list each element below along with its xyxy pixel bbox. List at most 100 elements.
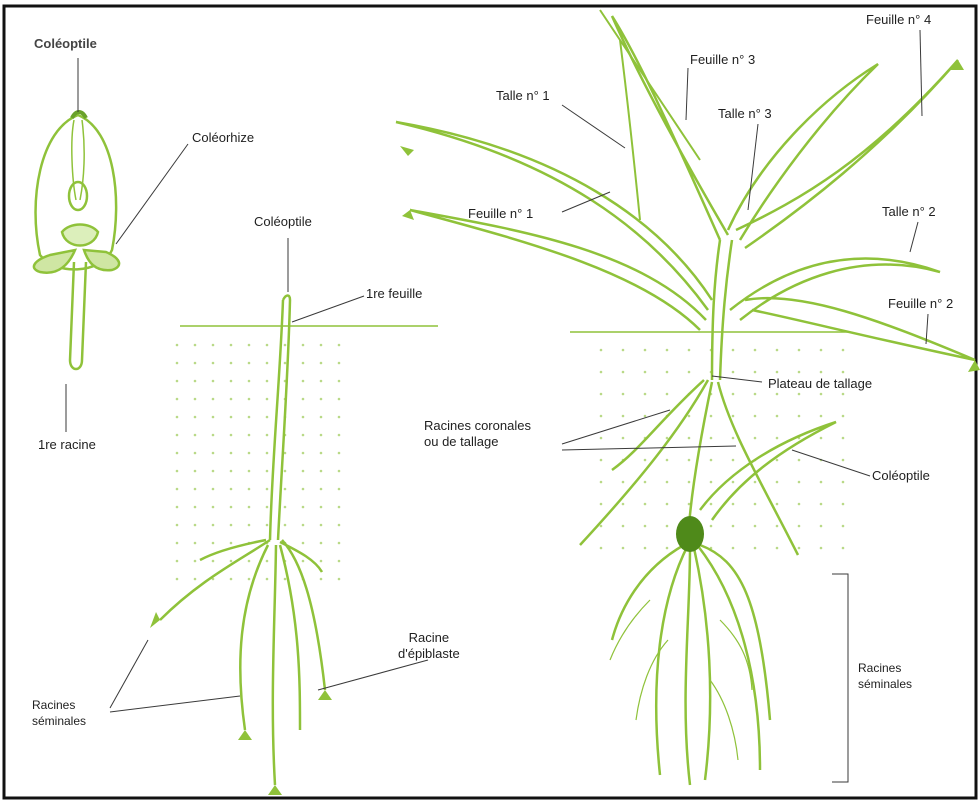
soil-dot xyxy=(248,434,251,437)
soil-dot xyxy=(338,416,341,419)
soil-dot xyxy=(732,503,735,506)
soil-dot xyxy=(284,506,287,509)
soil-dot xyxy=(338,362,341,365)
soil-dot xyxy=(212,434,215,437)
soil-dot xyxy=(302,398,305,401)
soil-dot xyxy=(842,503,845,506)
soil-dot xyxy=(820,349,823,352)
soil-dot xyxy=(710,459,713,462)
soil-dot xyxy=(776,481,779,484)
soil-dot xyxy=(710,481,713,484)
soil-dot xyxy=(338,542,341,545)
soil-dot xyxy=(644,459,647,462)
soil-dot xyxy=(248,452,251,455)
soil-dot xyxy=(776,371,779,374)
label-premiere-racine: 1re racine xyxy=(38,437,96,453)
soil-dot xyxy=(212,452,215,455)
soil-dot xyxy=(320,578,323,581)
soil-dot xyxy=(338,434,341,437)
soil-dot xyxy=(230,542,233,545)
soil-dot xyxy=(176,506,179,509)
soil-dot xyxy=(194,344,197,347)
soil-dot xyxy=(820,525,823,528)
label-coleoptile-seedling: Coléoptile xyxy=(254,214,312,230)
soil-dot xyxy=(176,380,179,383)
soil-dot xyxy=(842,525,845,528)
soil-dot xyxy=(194,398,197,401)
soil-dot xyxy=(320,362,323,365)
soil-dot xyxy=(666,349,669,352)
soil-dot xyxy=(754,437,757,440)
soil-dot xyxy=(338,524,341,527)
soil-dot xyxy=(302,362,305,365)
soil-dot xyxy=(194,380,197,383)
soil-dot xyxy=(338,506,341,509)
soil-dot xyxy=(266,452,269,455)
soil-dot xyxy=(820,437,823,440)
soil-dot xyxy=(776,349,779,352)
soil-dot xyxy=(644,371,647,374)
soil-dot xyxy=(176,398,179,401)
soil-dot xyxy=(600,503,603,506)
label-talle-3: Talle n° 3 xyxy=(718,106,772,122)
soil-dot xyxy=(248,398,251,401)
soil-dot xyxy=(176,578,179,581)
soil-dot xyxy=(320,506,323,509)
soil-dot xyxy=(212,344,215,347)
soil-dot xyxy=(338,380,341,383)
soil-dot xyxy=(194,470,197,473)
soil-dot xyxy=(176,344,179,347)
soil-dot xyxy=(248,524,251,527)
soil-dot xyxy=(176,452,179,455)
soil-dot xyxy=(176,362,179,365)
soil-dot xyxy=(600,459,603,462)
soil-dot xyxy=(266,416,269,419)
soil-dot xyxy=(338,470,341,473)
soil-dot xyxy=(248,506,251,509)
soil-dot xyxy=(776,525,779,528)
seed-illustration xyxy=(34,112,119,369)
soil-dot xyxy=(230,398,233,401)
soil-dot xyxy=(194,488,197,491)
soil-dot xyxy=(842,437,845,440)
soil-dot xyxy=(194,362,197,365)
soil-dot xyxy=(798,371,801,374)
soil-dot xyxy=(688,371,691,374)
soil-dot xyxy=(798,547,801,550)
soil-dot xyxy=(230,506,233,509)
soil-dot xyxy=(212,542,215,545)
label-coleoptile-plant: Coléoptile xyxy=(872,468,930,484)
soil-dot xyxy=(820,547,823,550)
soil-dot xyxy=(266,524,269,527)
soil-dot xyxy=(320,542,323,545)
soil-dot xyxy=(820,503,823,506)
soil-dot xyxy=(320,434,323,437)
soil-dot xyxy=(842,459,845,462)
soil-dot xyxy=(754,547,757,550)
soil-dot xyxy=(710,525,713,528)
soil-dot xyxy=(754,415,757,418)
soil-dot xyxy=(644,503,647,506)
soil-dot xyxy=(732,349,735,352)
soil-dot xyxy=(248,488,251,491)
soil-dot xyxy=(798,525,801,528)
soil-dot xyxy=(798,481,801,484)
soil-dot xyxy=(666,437,669,440)
soil-dot xyxy=(194,434,197,437)
soil-dot xyxy=(754,503,757,506)
soil-dot xyxy=(248,362,251,365)
label-talle-2: Talle n° 2 xyxy=(882,204,936,220)
soil-dot xyxy=(338,488,341,491)
soil-dot xyxy=(842,547,845,550)
soil-dot xyxy=(248,560,251,563)
soil-dot xyxy=(302,506,305,509)
soil-dot xyxy=(622,371,625,374)
soil-dot xyxy=(302,560,305,563)
soil-dot xyxy=(176,470,179,473)
soil-dot xyxy=(212,506,215,509)
soil-dot xyxy=(666,547,669,550)
soil-dot xyxy=(302,524,305,527)
soil-dot xyxy=(230,344,233,347)
soil-dot xyxy=(798,459,801,462)
